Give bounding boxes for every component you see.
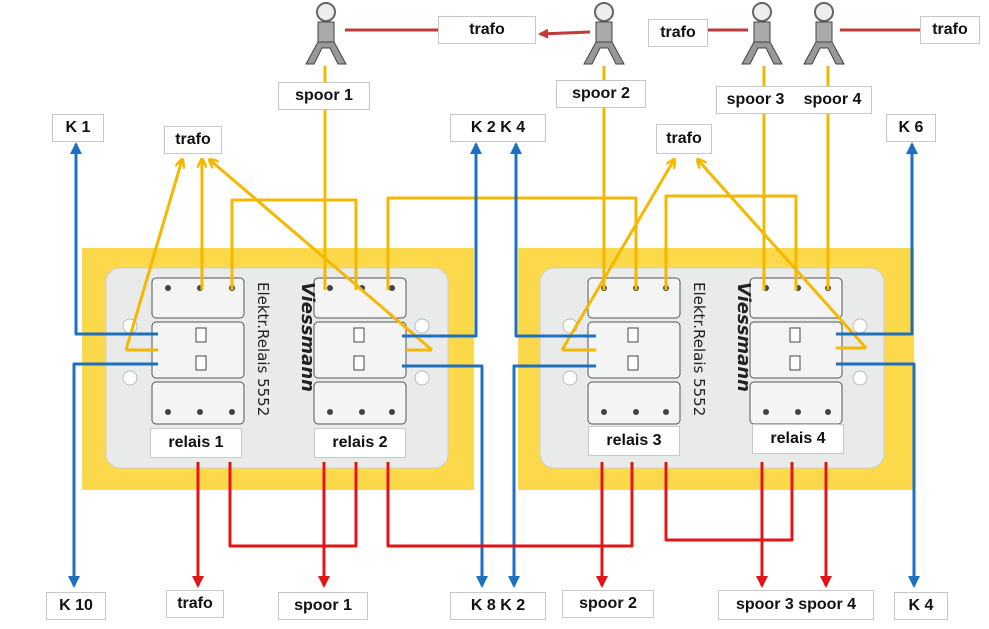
blue-wire: [402, 364, 488, 588]
label-k6: K 6: [886, 114, 936, 142]
label-relais-1: relais 1: [150, 428, 242, 458]
red-wire: [386, 462, 634, 548]
blue-wire: [70, 142, 158, 336]
yellow-wire: [560, 160, 674, 351]
module-right-branding: Viessmann Elektr.Relais 5552: [690, 282, 754, 416]
label-trafo-right: trafo: [656, 124, 712, 154]
module-right-model: Elektr.Relais 5552: [690, 282, 708, 416]
label-spoor-1-bottom: spoor 1: [278, 592, 368, 620]
module-left-model: Elektr.Relais 5552: [254, 282, 272, 416]
module-left-branding: Viessmann Elektr.Relais 5552: [254, 282, 318, 416]
label-top-trafo-1: trafo: [438, 16, 536, 44]
track-signal-lamp-icon: [583, 2, 625, 65]
blue-wires: [68, 142, 920, 588]
label-k4-bottom: K 4: [894, 592, 948, 620]
label-spoor-4-top: spoor 4: [803, 91, 862, 108]
red-wires: [192, 462, 832, 588]
label-top-trafo-2: trafo: [648, 19, 708, 47]
label-spoor-3-top: spoor 3: [726, 91, 785, 108]
track-signal-lamp-icon: [741, 2, 783, 65]
red-wire: [664, 462, 794, 542]
label-relais-4: relais 4: [752, 424, 844, 454]
dark-red-wire: [538, 28, 591, 39]
yellow-wire: [230, 198, 358, 290]
label-spoor-3-4-bottom: spoor 3 spoor 4: [718, 590, 874, 620]
label-k2-k4-top: K 2 K 4: [450, 114, 546, 142]
yellow-wire: [210, 160, 433, 352]
label-spoor-2-top: spoor 2: [556, 80, 646, 108]
track-signal-lamp-icon: [803, 2, 845, 65]
label-spoor-1-top: spoor 1: [278, 82, 370, 110]
module-right-brand: Viessmann: [733, 282, 754, 392]
yellow-wire: [124, 160, 182, 351]
label-trafo-left: trafo: [164, 126, 222, 154]
dark-red-wires: [345, 28, 920, 39]
red-wire: [228, 462, 358, 548]
label-spoor-2-bottom: spoor 2: [562, 590, 654, 618]
blue-wire: [510, 142, 596, 338]
module-left-brand: Viessmann: [297, 282, 318, 392]
yellow-wire: [386, 196, 638, 290]
label-top-trafo-3: trafo: [920, 16, 980, 44]
label-relais-3: relais 3: [588, 426, 680, 456]
label-k8-k2-bottom: K 8 K 2: [450, 592, 546, 620]
relay-module-right: [539, 267, 885, 469]
blue-wire: [402, 142, 482, 338]
blue-wire: [836, 142, 918, 336]
blue-wire: [508, 364, 596, 588]
blue-wire: [836, 362, 920, 588]
label-relais-2: relais 2: [314, 428, 406, 458]
blue-wire: [68, 362, 158, 588]
track-signal-lamp-icon: [305, 2, 347, 65]
label-spoor-3-4-top: spoor 3 spoor 4: [716, 86, 872, 114]
yellow-wire: [698, 160, 868, 349]
label-k1: K 1: [52, 114, 104, 142]
relay-module-left: [105, 267, 449, 469]
label-trafo-bottom: trafo: [166, 590, 224, 618]
label-k10: K 10: [46, 592, 106, 620]
